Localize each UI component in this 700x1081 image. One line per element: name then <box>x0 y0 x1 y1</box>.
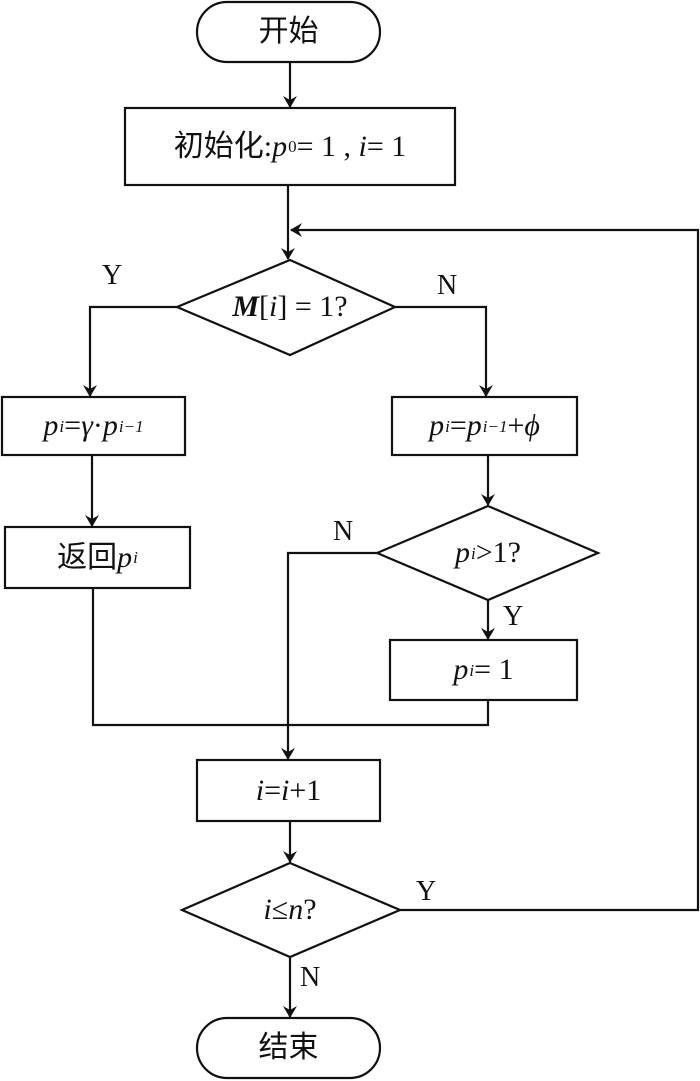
phi-plus: + <box>507 409 525 442</box>
arrow-m-no <box>395 305 493 397</box>
init-var-i: i <box>358 129 367 163</box>
increment-box <box>195 758 382 823</box>
phi-box <box>390 395 579 457</box>
decision-m-open: [ <box>259 290 270 323</box>
branch-label-n-no: N <box>300 962 321 993</box>
decision-n-var-i: i <box>263 893 272 926</box>
gamma-symbol: γ <box>81 409 93 442</box>
phi-sub-i: i <box>445 416 450 436</box>
decision-n-var-n: n <box>288 893 304 926</box>
gamma-var-p: p <box>43 409 59 442</box>
init-eq2: = 1 <box>366 129 407 163</box>
decision-n-rest: ? <box>303 893 317 926</box>
reset-sub-i: i <box>469 660 475 680</box>
decision-n-label: i≤n? <box>200 885 380 935</box>
increment-var-i: i <box>255 773 265 807</box>
init-eq1: = 1 , <box>296 129 351 163</box>
decision-m-rest: ] = 1? <box>277 290 348 323</box>
gamma-sub-prev: i−1 <box>118 416 144 436</box>
gamma-eq: = <box>64 409 82 442</box>
branch-label-p-yes: Y <box>503 601 524 632</box>
init-sub-0: 0 <box>288 137 297 156</box>
branch-label-m-yes: Y <box>102 260 123 291</box>
merge-line <box>91 588 490 727</box>
phi-symbol: ϕ <box>524 409 540 442</box>
decision-p-rest: >1? <box>475 536 521 569</box>
gamma-dot: · <box>92 409 103 442</box>
return-prefix: 返回 <box>57 540 118 574</box>
end-terminal <box>195 1016 382 1080</box>
branch-label-m-no: N <box>437 270 458 301</box>
decision-p-sub-i: i <box>471 543 476 563</box>
start-label: 开始 <box>258 15 319 48</box>
increment-rest: +1 <box>289 773 322 807</box>
decision-n-le: ≤ <box>271 893 289 926</box>
init-box <box>123 106 457 187</box>
end-label: 结束 <box>258 1031 319 1064</box>
increment-label: i = i+1 <box>197 760 380 821</box>
phi-var-p2: p <box>466 409 482 442</box>
decision-m-var-m: M <box>232 290 260 323</box>
loop-back-line <box>290 223 700 912</box>
arrow-p-no <box>281 551 377 760</box>
init-prefix: 初始化: <box>173 129 273 163</box>
reset-var-p: p <box>453 653 469 686</box>
branch-label-n-yes: Y <box>416 876 437 907</box>
gamma-sub-i: i <box>59 416 65 436</box>
decision-p-var-p: p <box>455 536 471 569</box>
increment-var-i2: i <box>281 773 290 807</box>
reset-box <box>388 638 579 702</box>
gamma-box <box>0 395 187 457</box>
return-var-p: p <box>117 540 133 574</box>
return-sub-i: i <box>133 548 138 567</box>
phi-var-p: p <box>429 409 445 442</box>
arrow-m-yes <box>83 305 177 397</box>
phi-sub-prev: i−1 <box>482 416 508 436</box>
init-var-p: p <box>272 129 288 163</box>
reset-rest: = 1 <box>474 653 514 686</box>
decision-m-label: M[i] = 1? <box>190 282 390 332</box>
decision-m-var-i: i <box>269 290 278 323</box>
gamma-var-p2: p <box>102 409 118 442</box>
increment-eq: = <box>264 773 281 807</box>
branch-label-p-no: N <box>333 516 354 547</box>
phi-eq: = <box>449 409 467 442</box>
decision-m-diamond <box>174 258 398 357</box>
start-terminal <box>195 0 382 64</box>
return-box <box>3 525 192 590</box>
